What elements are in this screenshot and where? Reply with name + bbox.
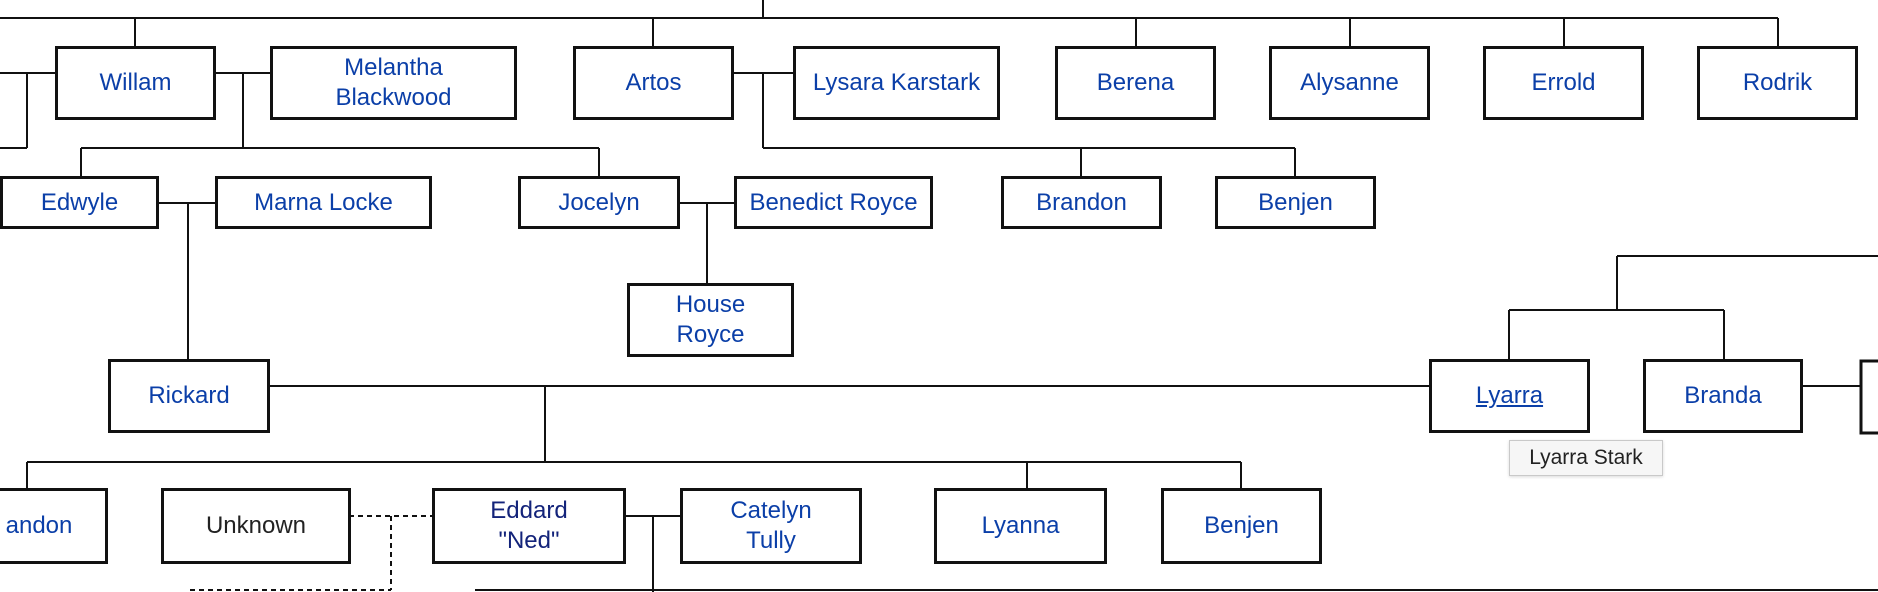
person-benjen-younger[interactable]: Benjen [1161,488,1322,564]
person-unknown[interactable]: Unknown [161,488,351,564]
person-errold[interactable]: Errold [1483,46,1644,120]
person-benedict-royce[interactable]: Benedict Royce [734,176,933,229]
person-label: Benjen [1204,512,1279,539]
person-label: andon [5,512,73,539]
person-label: Edwyle [40,188,119,216]
person-label: Eddard "Ned" [490,497,568,554]
person-house-royce[interactable]: House Royce [627,283,794,357]
person-label: Willam [99,69,172,96]
person-label: Branda [1684,382,1762,409]
person-alysanne[interactable]: Alysanne [1269,46,1430,120]
person-label: Jocelyn [558,188,640,216]
person-lysara-karstark[interactable]: Lysara Karstark [793,46,1000,120]
person-label: Errold [1531,69,1596,96]
person-brandon-partial[interactable]: andon [0,488,108,564]
person-label: Benjen [1258,188,1333,216]
person-catelyn-tully[interactable]: Catelyn Tully [680,488,862,564]
person-label: Alysanne [1300,69,1399,96]
person-berena[interactable]: Berena [1055,46,1216,120]
person-label: Benedict Royce [749,188,918,216]
person-label: Brandon [1036,188,1127,216]
person-label: Lyarra [1475,382,1544,409]
person-marna-locke[interactable]: Marna Locke [215,176,432,229]
person-branda[interactable]: Branda [1643,359,1803,433]
person-label: Artos [625,69,682,96]
person-brandon[interactable]: Brandon [1001,176,1162,229]
person-label: Rickard [148,382,230,409]
person-label: House Royce [675,291,746,348]
person-label: Catelyn Tully [730,497,812,554]
person-label: Rodrik [1742,69,1813,96]
person-label: Melantha Blackwood [335,54,452,111]
person-lyarra[interactable]: Lyarra [1429,359,1590,433]
hover-tooltip: Lyarra Stark [1509,440,1663,476]
partial-person-box[interactable] [1859,359,1878,435]
person-willam[interactable]: Willam [55,46,216,120]
person-melantha-blackwood[interactable]: Melantha Blackwood [270,46,517,120]
person-rodrik[interactable]: Rodrik [1697,46,1858,120]
person-lyanna[interactable]: Lyanna [934,488,1107,564]
person-edwyle[interactable]: Edwyle [0,176,159,229]
person-benjen[interactable]: Benjen [1215,176,1376,229]
person-rickard[interactable]: Rickard [108,359,270,433]
person-label: Marna Locke [254,188,393,216]
person-label: Lysara Karstark [812,69,981,96]
person-jocelyn[interactable]: Jocelyn [518,176,680,229]
person-label: Lyanna [981,512,1060,539]
person-label: Berena [1096,69,1175,96]
tooltip-text: Lyarra Stark [1529,446,1643,469]
person-eddard-ned[interactable]: Eddard "Ned" [432,488,626,564]
person-artos[interactable]: Artos [573,46,734,120]
person-label: Unknown [205,512,307,539]
